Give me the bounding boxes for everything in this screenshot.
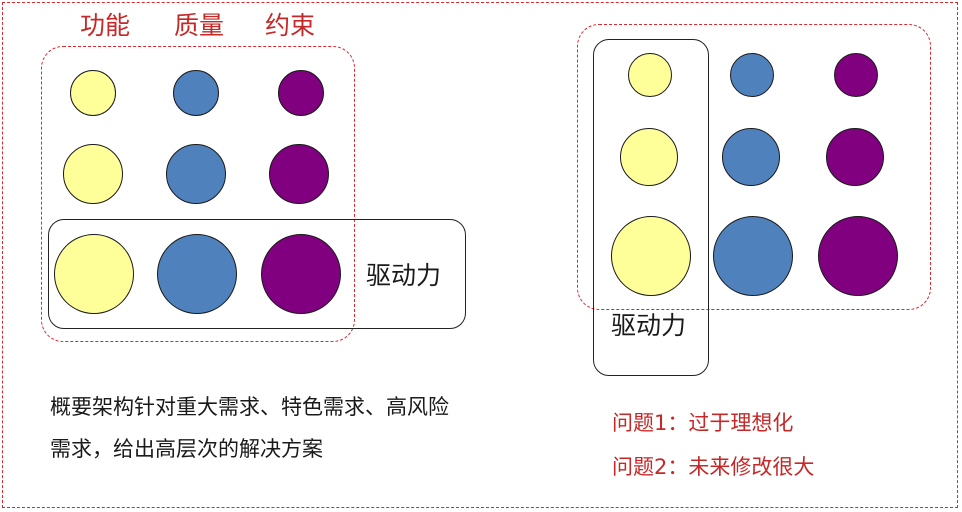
description-line-1: 概要架构针对重大需求、特色需求、高风险 [50,395,449,419]
right-requirements-dashed-group [577,24,931,310]
left-driver-label: 驱动力 [366,261,442,290]
left-quality-medium-circle [166,144,226,204]
header-functional: 功能 [80,11,131,40]
left-functional-small-circle [70,70,116,116]
left-requirements-dashed-group [41,46,355,342]
header-constraint: 约束 [265,11,316,40]
left-quality-small-circle [173,70,219,116]
left-constraint-small-circle [278,70,324,116]
left-functional-medium-circle [63,144,123,204]
right-functional-medium-circle [620,128,678,186]
right-quality-small-circle [730,53,774,97]
right-constraint-large-circle [818,216,898,296]
right-functional-large-circle [611,216,691,296]
left-functional-large-circle [54,234,134,314]
description-line-2: 需求，给出高层次的解决方案 [50,437,323,461]
left-constraint-medium-circle [269,144,329,204]
problem-1-text: 问题1：过于理想化 [612,411,794,435]
left-constraint-large-circle [261,234,341,314]
right-driver-box [593,39,709,376]
right-driver-label: 驱动力 [611,311,687,340]
right-constraint-medium-circle [826,128,884,186]
left-quality-large-circle [157,234,237,314]
description-text: 概要架构针对重大需求、特色需求、高风险 需求，给出高层次的解决方案 [50,386,449,470]
right-quality-medium-circle [722,128,780,186]
right-functional-small-circle [628,53,672,97]
left-driver-box [48,219,466,329]
right-quality-large-circle [713,216,793,296]
right-constraint-small-circle [834,53,878,97]
problem-2-text: 问题2：未来修改很大 [612,455,815,479]
header-quality: 质量 [174,11,225,40]
